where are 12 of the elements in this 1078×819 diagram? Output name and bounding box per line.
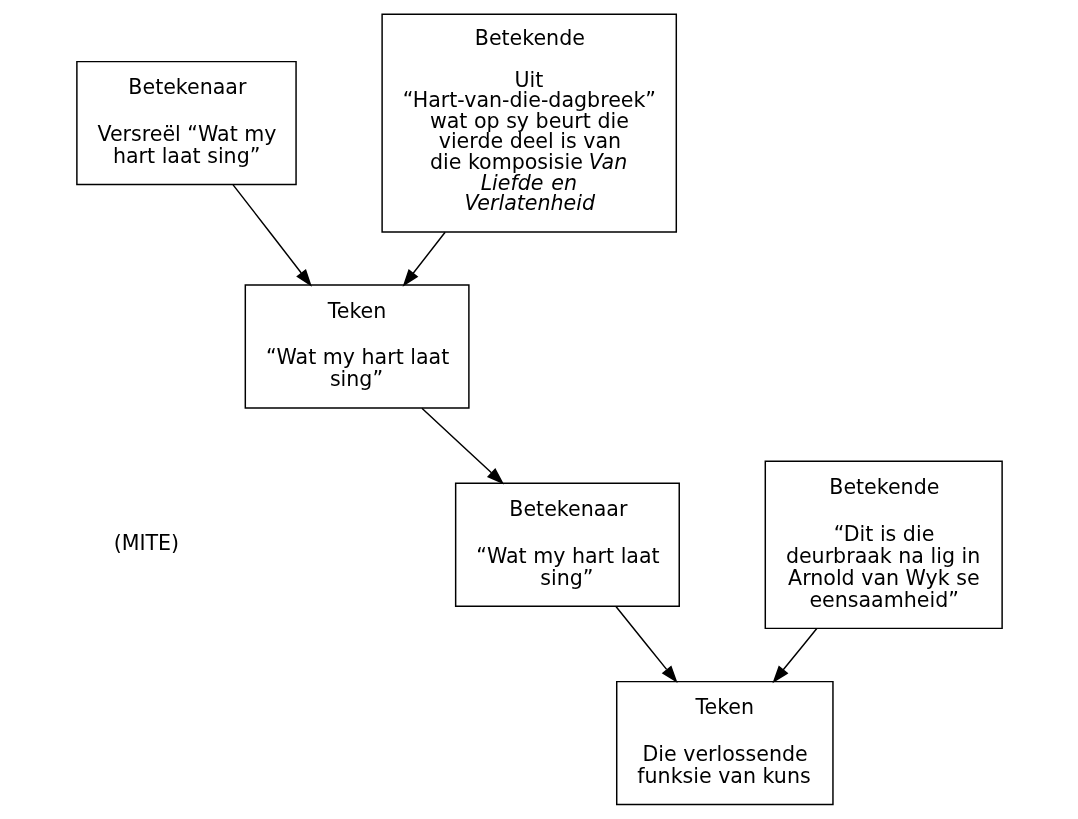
node-box: Betekenaar “Wat my hart laat sing” xyxy=(454,482,680,608)
arrow xyxy=(402,231,446,287)
arrow xyxy=(420,407,504,485)
node-box: Teken Die verlossende funksie van kuns xyxy=(615,680,834,806)
node-box: Betekenaar Versreël “Wat my hart laat sing” xyxy=(75,60,297,186)
node-box: Betekende Uit “Hart-van-die-dagbreek” wat op sy beurt die vierde deel is van die komposisie Van Liefde en Verlatenheid xyxy=(380,13,677,233)
node-box: Teken “Wat my hart laat sing” xyxy=(244,284,470,409)
arrow xyxy=(231,184,312,287)
arrow xyxy=(771,627,818,684)
label: (MITE) xyxy=(113,531,179,556)
node-box: Betekende “Dit is die deurbraak na lig in Arnold van Wyk se eensaamheid” xyxy=(764,460,1003,630)
arrow xyxy=(614,605,678,684)
